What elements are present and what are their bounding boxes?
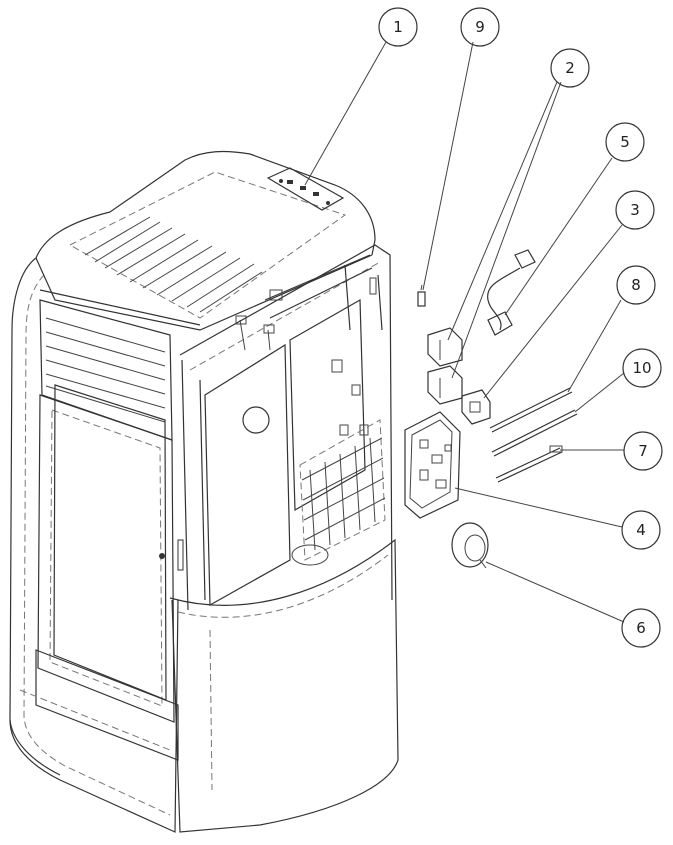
callout-label-4: 4	[636, 521, 646, 539]
callout-label-3: 3	[630, 201, 640, 219]
callout-1: 1	[378, 7, 418, 47]
callout-label-10: 10	[632, 359, 651, 377]
callout-6: 6	[621, 608, 661, 648]
rear-compartment	[289, 298, 386, 566]
callout-3: 3	[615, 190, 655, 230]
stove-body	[9, 150, 399, 833]
callout-label-5: 5	[620, 133, 630, 151]
callout-9: 9	[460, 7, 500, 47]
inner-tank	[204, 315, 291, 607]
part-6-fan-motor	[451, 522, 489, 569]
lower-cover	[169, 538, 399, 833]
control-panel	[266, 167, 345, 211]
callout-5: 5	[605, 122, 645, 162]
callout-8: 8	[616, 265, 656, 305]
part-7-thermostat	[495, 445, 563, 483]
leader-lines	[304, 41, 625, 623]
part-3-switch	[461, 389, 491, 425]
top-grille	[84, 216, 263, 313]
callout-label-9: 9	[475, 18, 485, 36]
part-5-power-cable	[487, 249, 536, 336]
callout-4: 4	[621, 510, 661, 550]
callout-label-1: 1	[393, 18, 403, 36]
callout-label-2: 2	[565, 59, 575, 77]
front-grille	[39, 299, 173, 441]
callout-2: 2	[550, 48, 590, 88]
callout-10: 10	[622, 348, 662, 388]
callout-label-6: 6	[636, 619, 646, 637]
part-4-control-board	[404, 411, 461, 519]
glass-door	[37, 384, 184, 723]
callout-7: 7	[623, 431, 663, 471]
callout-label-7: 7	[638, 442, 648, 460]
part-8-probe	[489, 387, 573, 433]
callout-label-8: 8	[631, 276, 641, 294]
part-10-probe	[491, 409, 578, 457]
part-9-fuse	[417, 284, 426, 307]
